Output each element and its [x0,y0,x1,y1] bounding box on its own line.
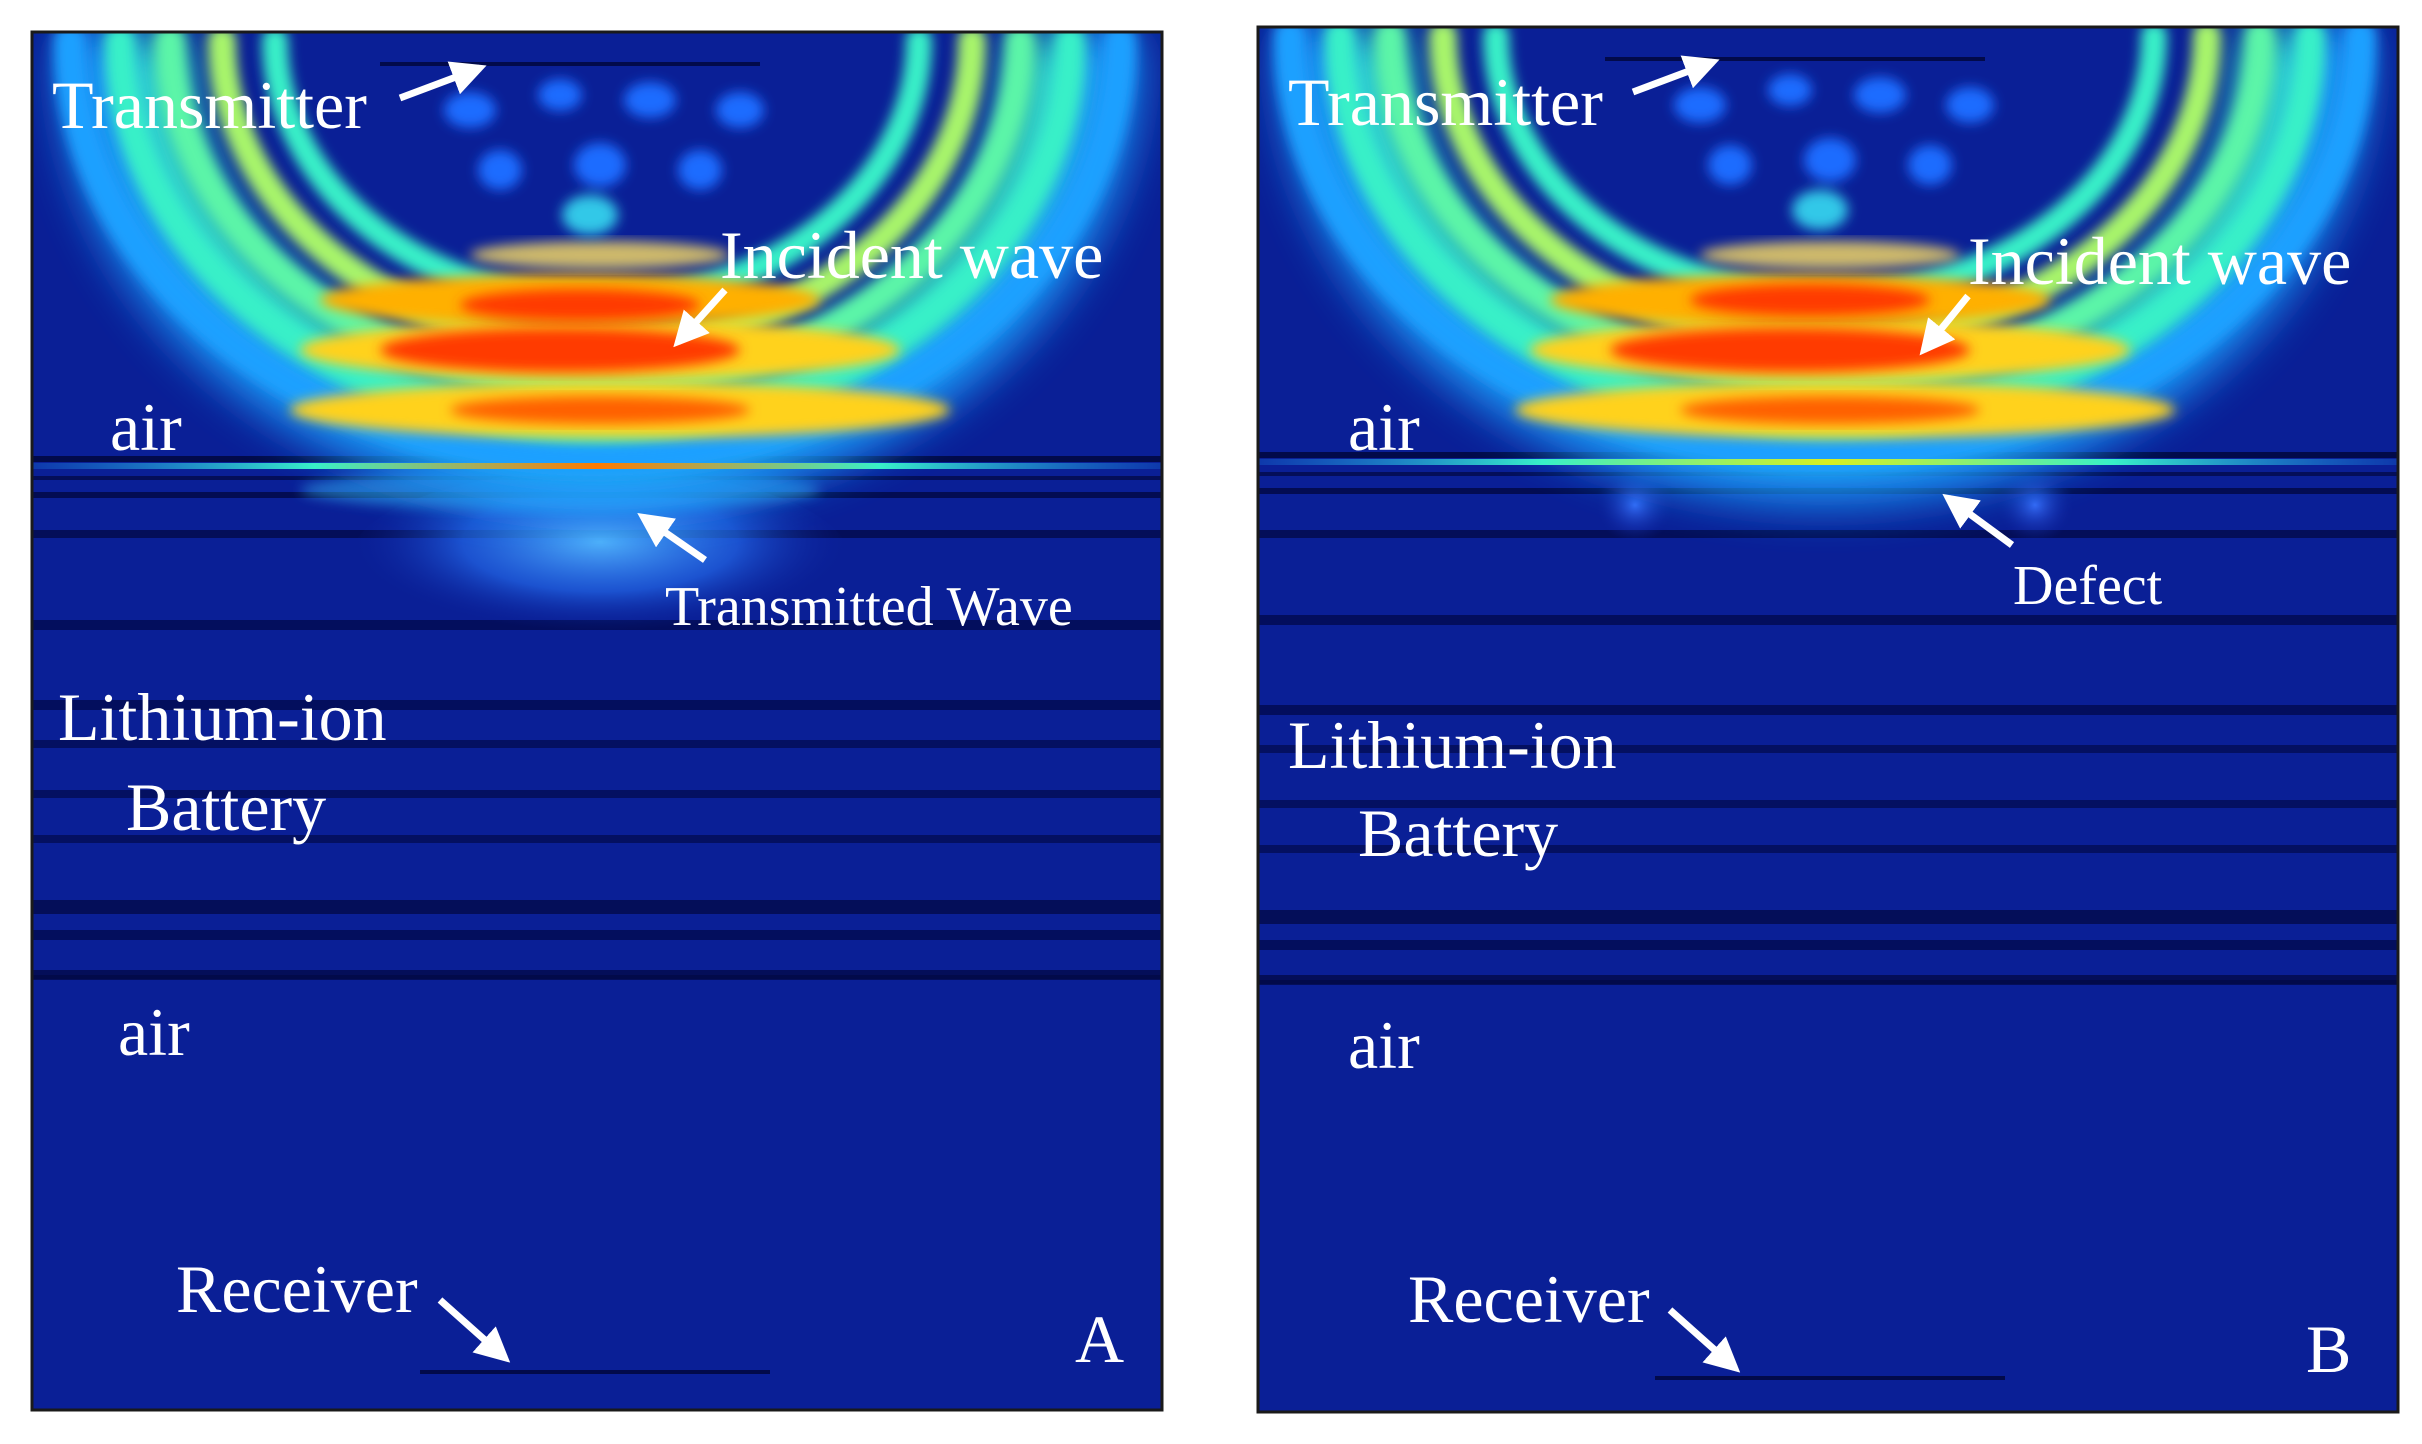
transmitted-wave-label: Transmitted Wave [665,576,1073,638]
panel-a: Transmitter Incident wave air Transmitte… [30,30,1164,1412]
incident-wave-arrow [1919,293,1971,356]
transmitted-wave-glow [350,470,850,650]
air-bottom-label: air [1348,1007,1420,1083]
receiver-arrow [1667,1307,1741,1373]
receiver-element [1655,1376,2005,1380]
incident-wave-label: Incident wave [720,217,1103,293]
panel-a-frame [30,30,1164,1412]
battery-top-surface [32,463,1162,469]
incident-wave-core [290,241,950,438]
interference-pattern [444,79,764,235]
receiver-label: Receiver [176,1251,418,1327]
transmitter-arrow [1631,55,1720,96]
incident-wave-core [1515,241,2175,438]
panel-b-frame [1256,25,2400,1414]
panel-b-corner-label: B [2306,1311,2351,1387]
air-top-label: air [110,389,182,465]
battery-bottom-surface [1258,980,2398,984]
defect-spot-right [1995,467,2075,543]
transmitted-wave-arrow [637,513,707,563]
panel-b: Transmitter Incident wave air Defect Lit… [1256,25,2400,1414]
incident-wave-label: Incident wave [1968,223,2351,299]
battery-label-line1: Lithium-ion [58,679,387,755]
battery-label-line2: Battery [126,769,326,845]
battery-label-line1: Lithium-ion [1288,707,1617,783]
interference-pattern [1674,74,1994,230]
defect-label: Defect [2013,555,2163,617]
defect-arrow [1942,493,2015,548]
receiver-label: Receiver [1408,1261,1650,1337]
transmitter-label: Transmitter [52,67,367,143]
defect-spot-left [1595,467,1675,543]
air-bottom-label: air [118,994,190,1070]
air-top-label: air [1348,389,1420,465]
transmitter-arrow [398,61,487,102]
battery-bottom-surface [32,975,1162,979]
incident-wave-arrow [673,287,728,348]
transmitter-label: Transmitter [1288,64,1603,140]
receiver-element [420,1370,770,1374]
battery-label-line2: Battery [1358,795,1558,871]
panel-a-corner-label: A [1075,1301,1124,1377]
transmitter-element [1605,57,1985,61]
transmitter-element [380,62,760,66]
battery-top-surface [1258,459,2398,465]
receiver-arrow [437,1297,511,1363]
